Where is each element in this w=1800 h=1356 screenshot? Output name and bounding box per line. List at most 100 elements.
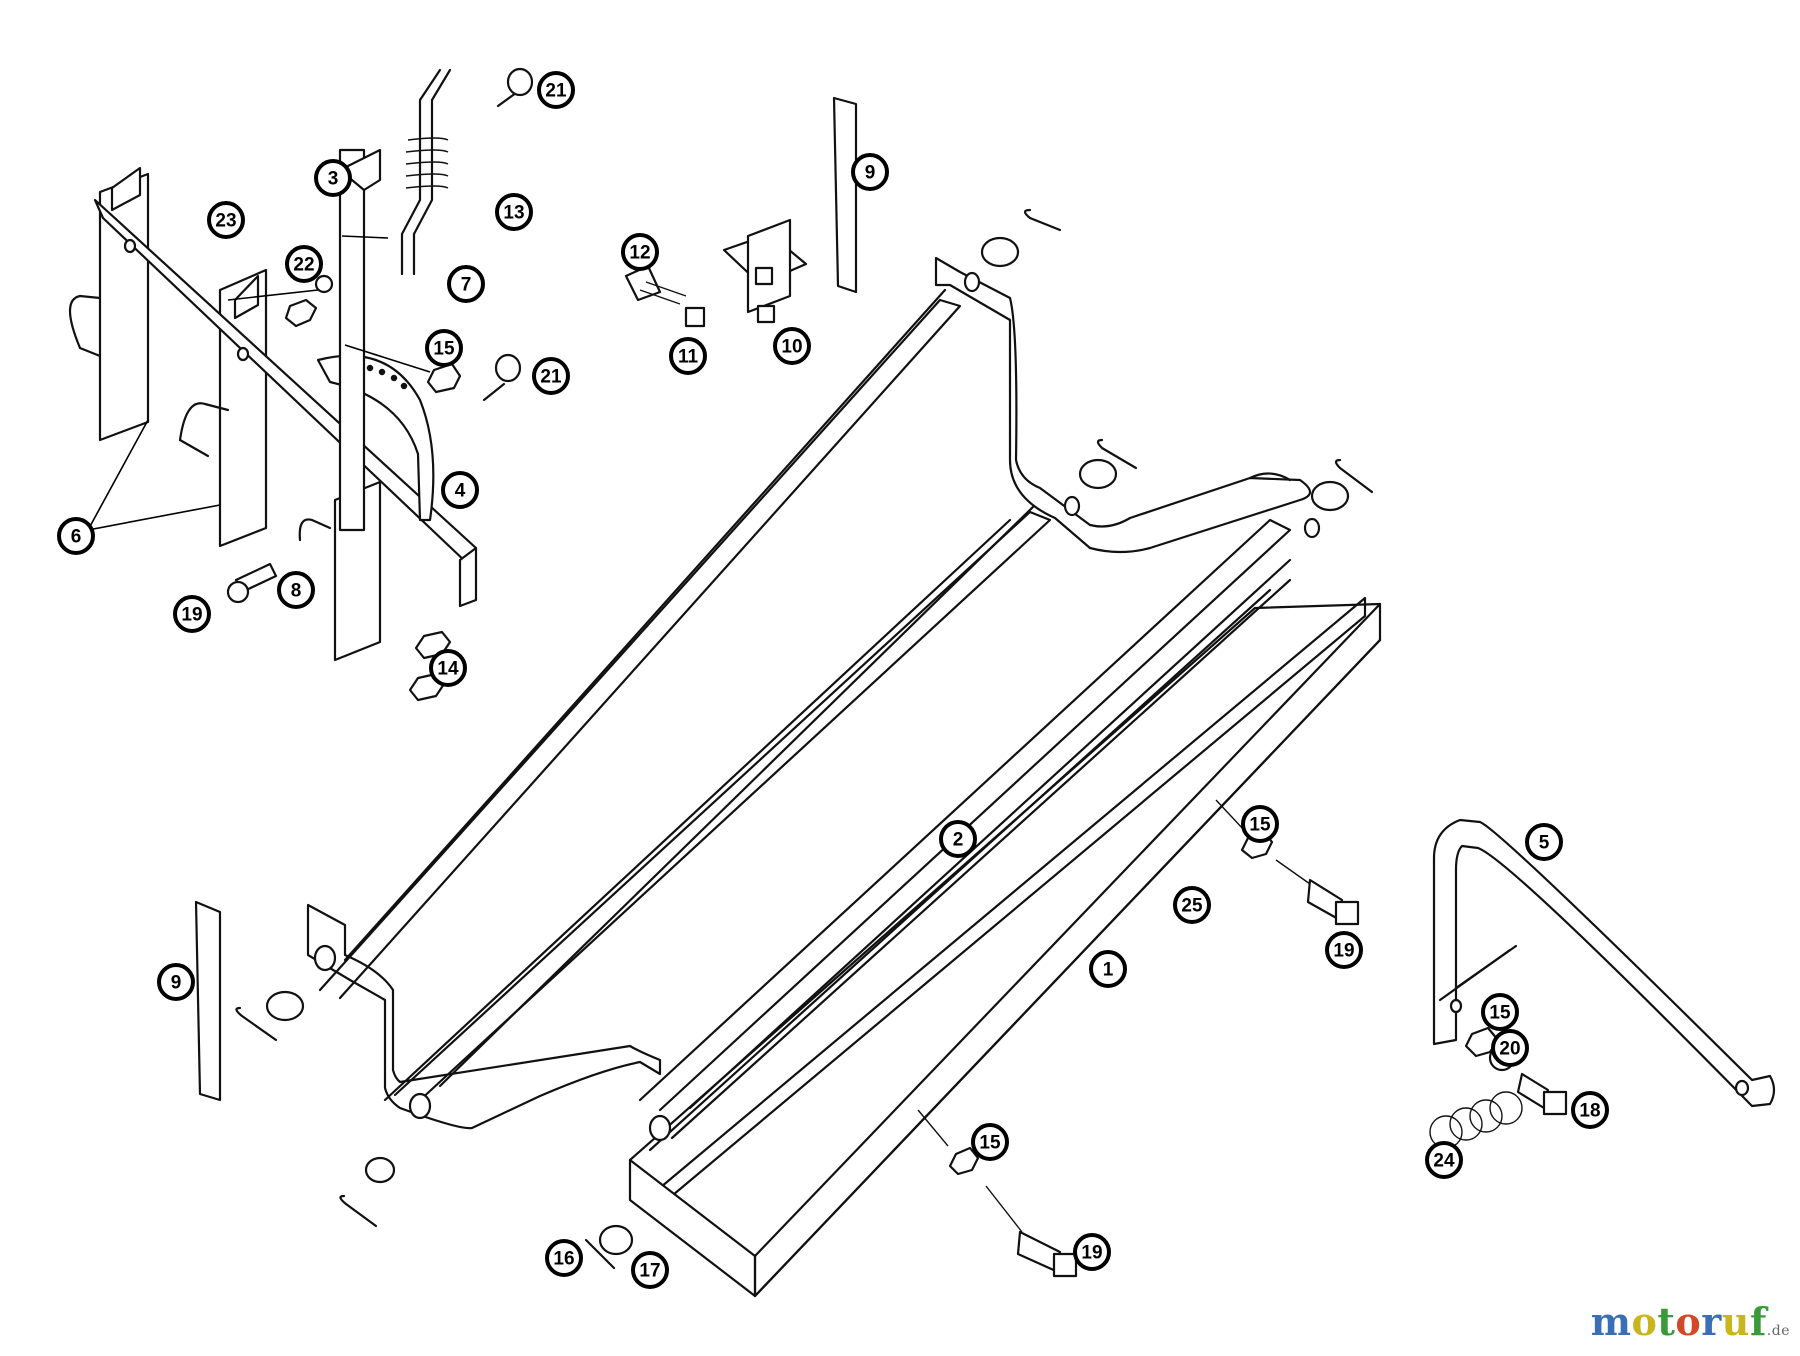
callout-circle [157, 963, 195, 1001]
callout-4: 4 [441, 471, 479, 509]
callout-circle [1325, 931, 1363, 969]
callout-circle [1571, 1091, 1609, 1129]
callout-21: 21 [532, 357, 570, 395]
callout-label: 10 [781, 337, 802, 358]
callout-circle [173, 595, 211, 633]
callout-label: 4 [455, 481, 466, 502]
watermark-letter: u [1721, 1299, 1750, 1344]
callout-circle [429, 649, 467, 687]
callout-label: 15 [1249, 815, 1271, 836]
callout-label: 15 [979, 1133, 1001, 1154]
callout-circle [532, 357, 570, 395]
callout-9: 9 [157, 963, 195, 1001]
callout-circle [1481, 993, 1519, 1031]
callout-circle [207, 201, 245, 239]
watermark-letter: o [1675, 1299, 1702, 1344]
callout-circle [447, 265, 485, 303]
callout-circle [1089, 950, 1127, 988]
main-frame [306, 256, 1382, 1298]
callout-label: 8 [291, 581, 302, 602]
callout-label: 21 [540, 367, 562, 388]
callout-label: 15 [1489, 1003, 1511, 1024]
callout-circle [939, 820, 977, 858]
callout-label: 12 [629, 243, 650, 264]
callout-15: 15 [1481, 993, 1519, 1031]
callout-19: 19 [173, 595, 211, 633]
callout-24: 24 [1425, 1141, 1463, 1179]
callout-circle [1173, 886, 1211, 924]
callout-label: 16 [553, 1249, 574, 1270]
callout-15: 15 [971, 1123, 1009, 1161]
callout-label: 5 [1539, 833, 1550, 854]
callout-circle [277, 571, 315, 609]
callout-label: 3 [328, 169, 339, 190]
callout-6: 6 [57, 517, 95, 555]
callout-circle [971, 1123, 1009, 1161]
callout-3: 3 [314, 159, 352, 197]
callout-circle [495, 193, 533, 231]
callout-label: 19 [1081, 1243, 1102, 1264]
callout-label: 6 [71, 527, 82, 548]
callout-label: 15 [433, 339, 455, 360]
callout-7: 7 [447, 265, 485, 303]
callout-label: 23 [215, 211, 236, 232]
callout-12: 12 [621, 233, 659, 271]
callout-5: 5 [1525, 823, 1563, 861]
callout-label: 1 [1103, 960, 1114, 981]
callout-16: 16 [545, 1239, 583, 1277]
callout-label: 22 [293, 255, 314, 276]
callout-22: 22 [285, 245, 323, 283]
callout-circle [669, 337, 707, 375]
callout-19: 19 [1073, 1233, 1111, 1271]
callout-label: 24 [1433, 1151, 1455, 1172]
callout-label: 17 [639, 1261, 660, 1282]
watermark-letters: motoruf [1591, 1299, 1767, 1344]
callout-label: 25 [1181, 896, 1203, 917]
callout-13: 13 [495, 193, 533, 231]
callout-circle [1241, 805, 1279, 843]
hitch-bracket-assembly [69, 67, 534, 702]
callout-17: 17 [631, 1251, 669, 1289]
callout-circle [631, 1251, 669, 1289]
callout-label: 19 [181, 605, 202, 626]
callout-9: 9 [851, 153, 889, 191]
callout-label: 21 [545, 81, 567, 102]
callout-label: 14 [437, 659, 459, 680]
callout-circle [441, 471, 479, 509]
callout-15: 15 [1241, 805, 1279, 843]
callout-circle [1491, 1029, 1529, 1067]
clamp-adjuster-assembly [624, 96, 858, 328]
watermark-letter: m [1590, 1299, 1632, 1344]
watermark-letter: o [1631, 1299, 1658, 1344]
pins-and-washers [194, 208, 1374, 1278]
callout-1: 1 [1089, 950, 1127, 988]
callout-circle [314, 159, 352, 197]
callout-label: 19 [1333, 941, 1354, 962]
callout-circle [57, 517, 95, 555]
callout-label: 18 [1579, 1101, 1600, 1122]
callout-label: 9 [865, 163, 876, 184]
callout-circle [285, 245, 323, 283]
callout-circle [537, 71, 575, 109]
callout-14: 14 [429, 649, 467, 687]
watermark-logo: motoruf.de [1591, 1299, 1790, 1344]
callout-label: 7 [461, 275, 472, 296]
callout-18: 18 [1571, 1091, 1609, 1129]
callout-circle [545, 1239, 583, 1277]
callout-23: 23 [207, 201, 245, 239]
callout-circle [621, 233, 659, 271]
callout-circle [773, 327, 811, 365]
callout-25: 25 [1173, 886, 1211, 924]
callout-circle [1073, 1233, 1111, 1271]
callout-label: 2 [953, 830, 964, 851]
watermark-suffix: .de [1766, 1323, 1790, 1339]
callout-label: 11 [678, 347, 699, 368]
callout-11: 11 [669, 337, 707, 375]
watermark-letter: f [1749, 1299, 1767, 1344]
callout-2: 2 [939, 820, 977, 858]
callout-label: 13 [503, 203, 524, 224]
callout-19: 19 [1325, 931, 1363, 969]
callout-20: 20 [1491, 1029, 1529, 1067]
